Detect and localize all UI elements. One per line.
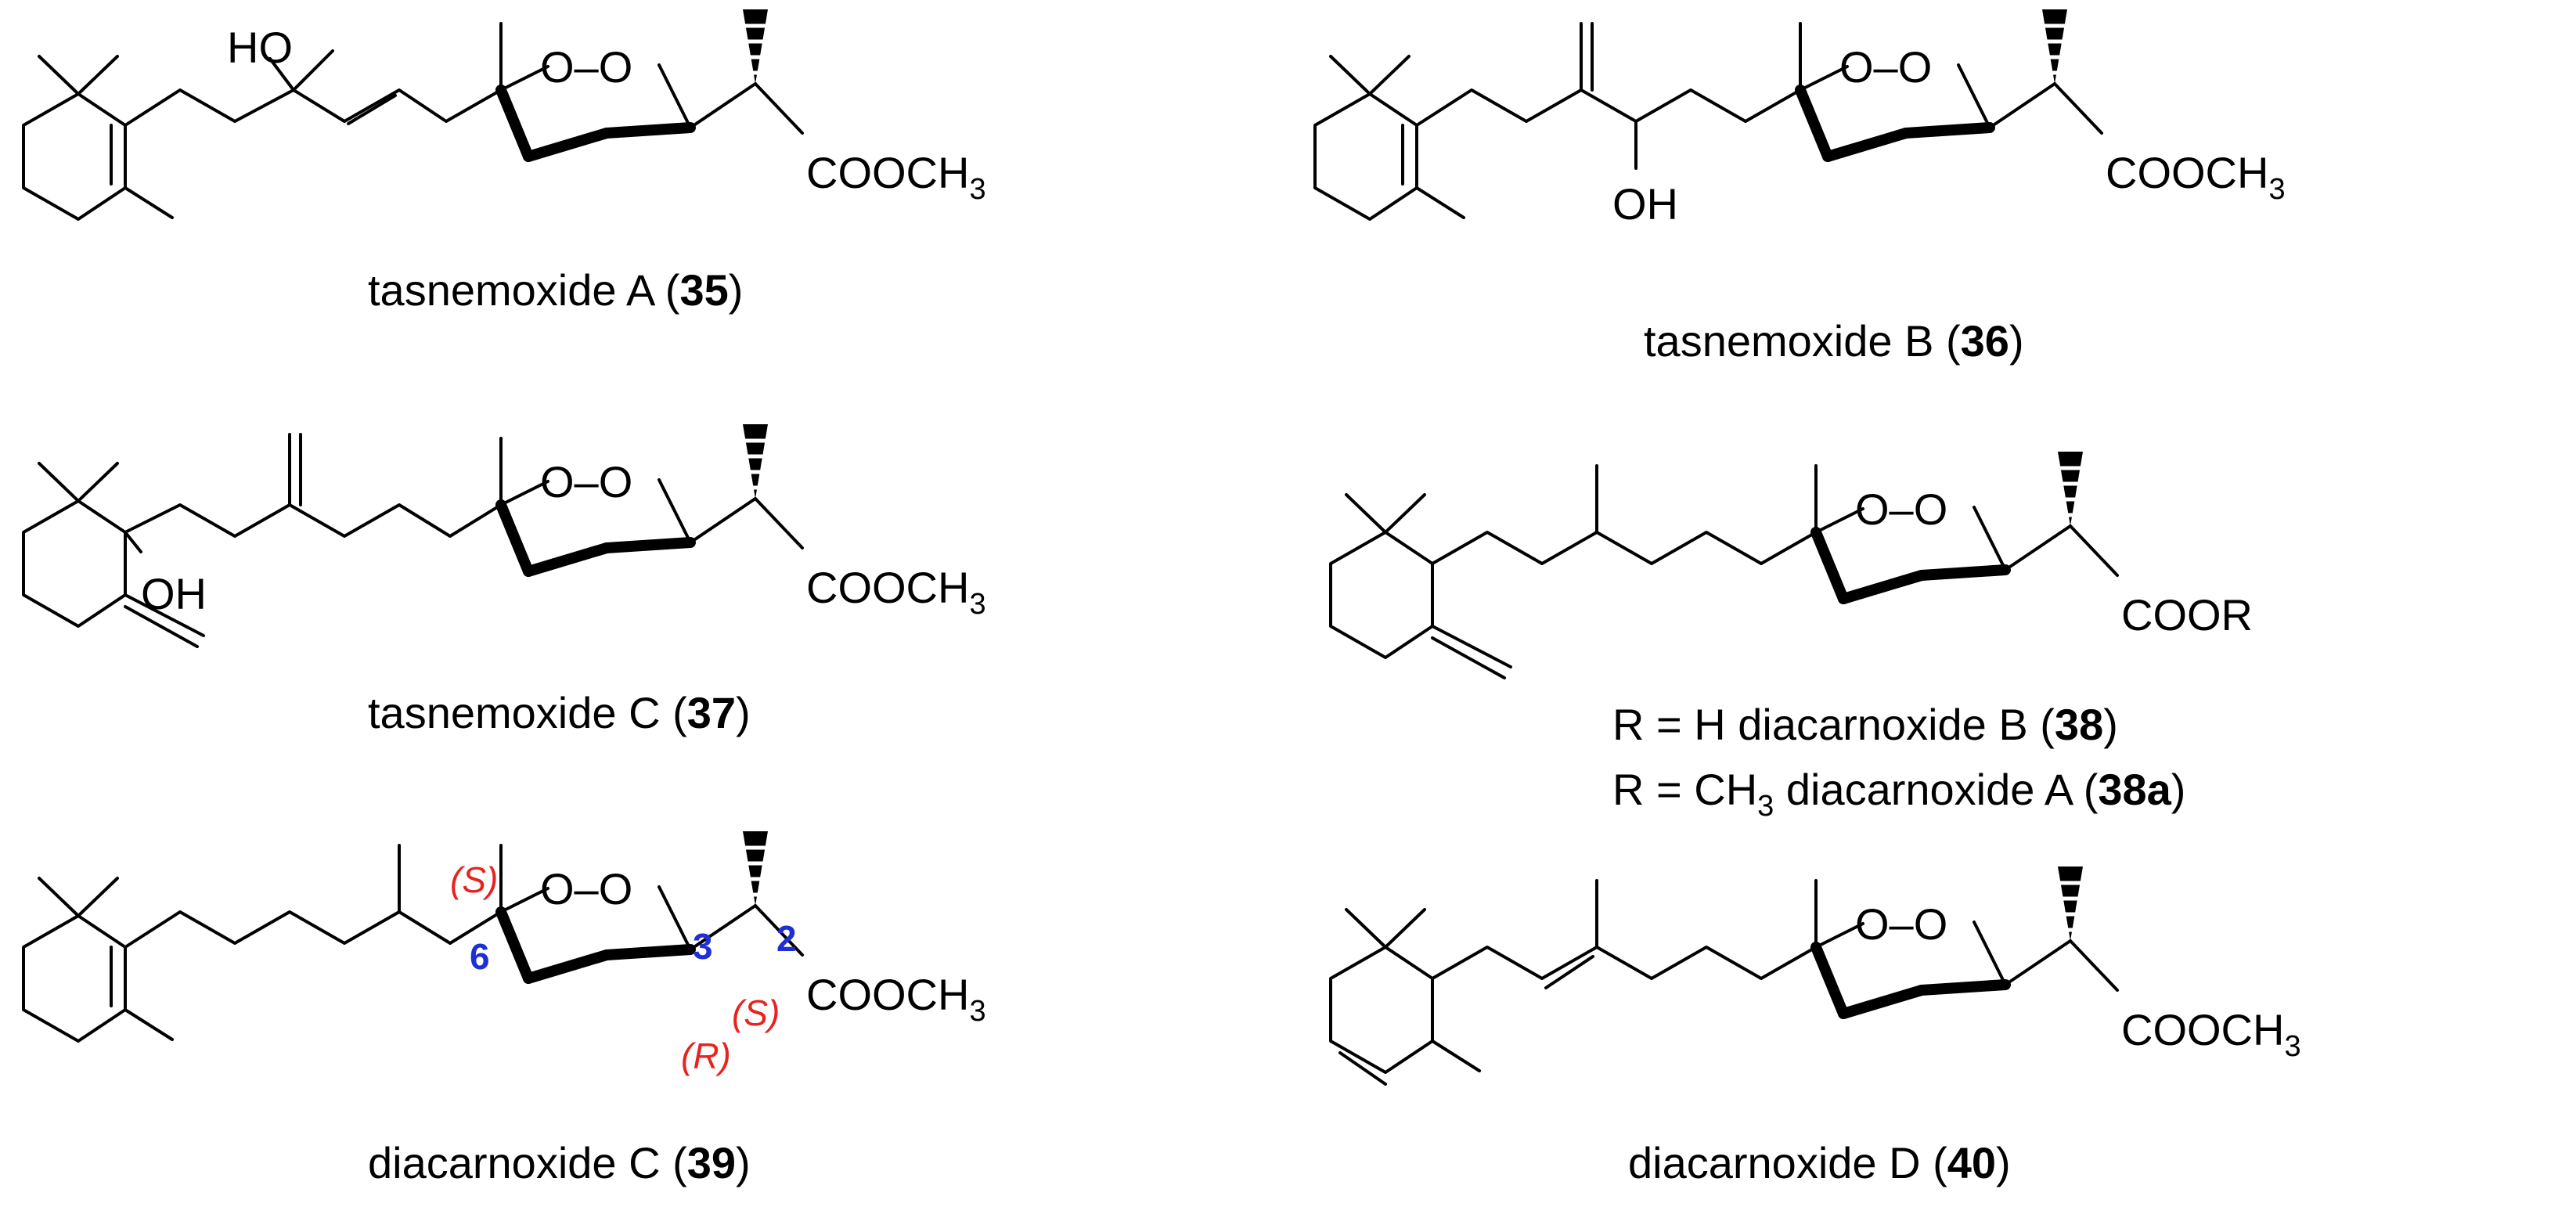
peroxide-label: O–O [540, 457, 632, 506]
locant-c2: 2 [776, 918, 797, 959]
ester-label: COOCH3 [806, 563, 986, 621]
compound-caption: diacarnoxide C (39) [368, 1138, 751, 1187]
ester-label: COOCH3 [806, 970, 986, 1028]
ester-label: COOCH3 [806, 148, 986, 206]
compound-caption-38: R = H diacarnoxide B (38) [1612, 700, 2118, 749]
hydroxyl-label: OH [141, 569, 207, 618]
compound-38: O–O COOR R = H diacarnoxide B (38) R = C… [1329, 452, 2253, 823]
compound-caption: tasnemoxide C (37) [368, 688, 751, 737]
locant-c6: 6 [470, 936, 490, 977]
compound-caption-38a: R = CH3 diacarnoxide A (38a) [1612, 765, 2185, 823]
compound-caption: tasnemoxide A (35) [368, 265, 743, 315]
ester-label: COOCH3 [2121, 1005, 2301, 1063]
peroxide-label: O–O [1839, 42, 1932, 92]
compound-caption: diacarnoxide D (40) [1628, 1138, 2011, 1187]
stereo-descriptor-c2: (S) [732, 993, 780, 1033]
compound-36: OH O–O COOCH3 tasnemoxide B (36) [1313, 9, 2286, 366]
stereo-descriptor-c3: (R) [681, 1036, 731, 1076]
peroxide-label: O–O [540, 42, 632, 92]
peroxide-label: O–O [540, 864, 632, 913]
peroxide-label: O–O [1855, 899, 1947, 949]
compound-caption: tasnemoxide B (36) [1644, 316, 2024, 366]
locant-c3: 3 [693, 926, 713, 967]
ester-label: COOR [2121, 590, 2253, 640]
stereo-descriptor-c6: (S) [450, 859, 498, 900]
compound-35: HO O–O COOCH3 tasnemoxide A (35) [22, 9, 986, 315]
compound-39: O–O COOCH3 (S) (R) (S) 6 3 2 diacarnoxid… [22, 831, 986, 1187]
hydroxyl-label: HO [227, 23, 293, 72]
ester-label: COOCH3 [2106, 148, 2286, 206]
compound-40: O–O COOCH3 diacarnoxide D (40) [1329, 867, 2301, 1187]
peroxide-label: O–O [1855, 485, 1947, 534]
hydroxyl-label: OH [1612, 179, 1678, 229]
compound-37: OH O–O COOCH3 tasnemoxide C (37) [22, 424, 986, 737]
